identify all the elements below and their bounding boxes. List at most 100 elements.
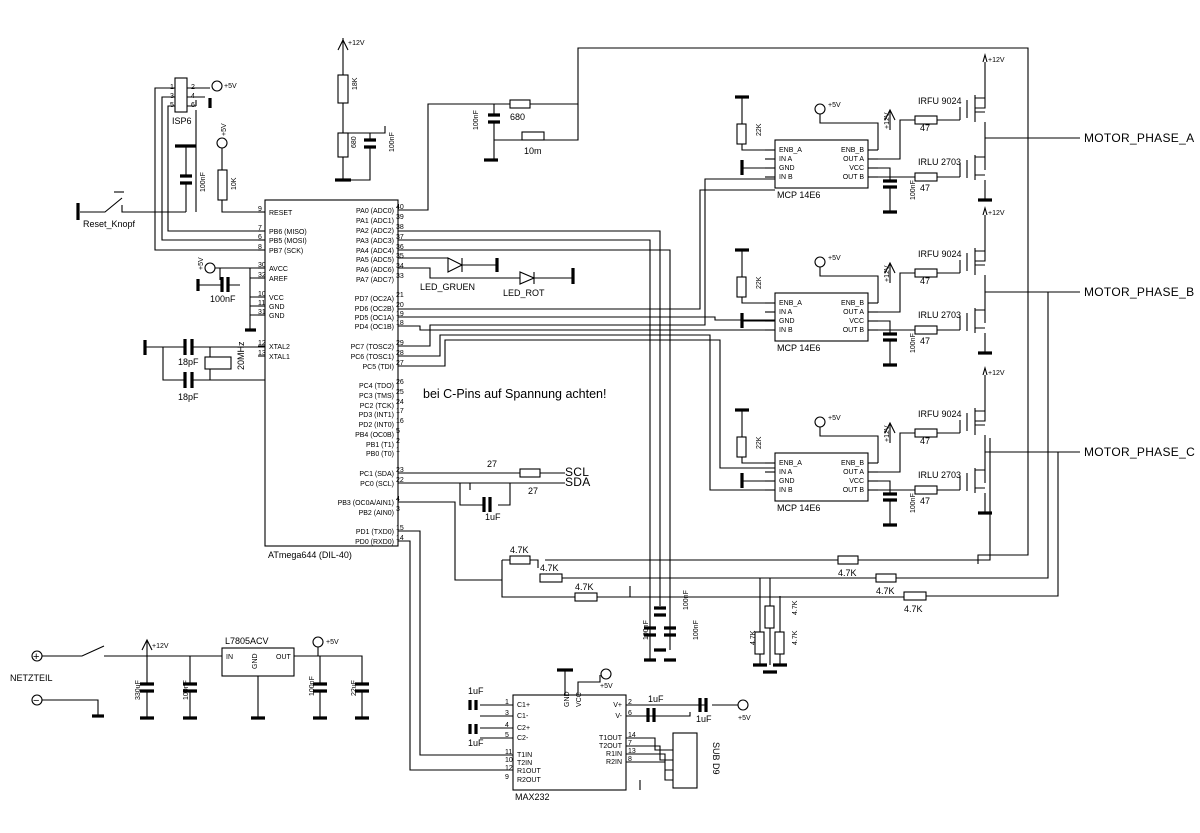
svg-text:22K: 22K [756,276,763,289]
svg-text:100nF: 100nF [309,676,316,696]
mcu-right-pin-num: 24 [396,399,404,406]
svg-text:+5V: +5V [828,255,841,262]
mcu-right-pin-num: 4 [396,496,400,503]
mcu-left-pin-num: 11 [258,300,265,307]
svg-text:+12V: +12V [988,370,1005,377]
svg-text:+5V: +5V [600,683,613,690]
mcu-right-pin-label: PD3 (INT1) [359,412,394,419]
svg-text:VCC: VCC [576,692,583,707]
driver-pin-right: VCC [849,318,864,325]
mcu-right-pin-num: 1 [396,447,400,454]
max232-right-pin: T1OUT [599,735,623,742]
power-supply: + − NETZTEIL +12V 330uF 100nF L7805ACV I… [10,636,369,720]
svg-text:OUT: OUT [276,654,292,661]
svg-text:IN: IN [226,654,233,661]
mcu-right-pin-num: 36 [396,244,404,251]
driver-pin-right: OUT B [843,327,865,334]
driver-pin-right: OUT B [843,487,865,494]
mcu-left-pin-num: 7 [258,225,262,232]
svg-text:100nF: 100nF [910,180,917,200]
max232-left-pin: C1- [517,713,529,720]
max232-right-num: 7 [628,740,632,747]
mcu-right-pin-num: 15 [396,525,404,532]
driver-pin-left: IN B [779,487,793,494]
scl-label: SCL [565,465,589,479]
svg-text:1uF: 1uF [485,512,501,522]
low-side-fet: IRLU 2703 [918,470,961,480]
svg-text:22uF: 22uF [351,680,358,696]
mcu-right-pin-label: PC1 (SDA) [359,471,394,478]
driver-pin-right: ENB_B [841,300,864,307]
max232-right-num: 8 [628,756,632,763]
max232-left-num: 3 [505,710,509,717]
mcu-right-pin-label: PB4 (OC0B) [355,432,394,439]
mcu-right-pin-num: 35 [396,253,404,260]
svg-text:100nF: 100nF [389,132,396,152]
mcu-supply: +5V 100nF 18pF 18pF 20MHz [143,257,265,402]
subd9-label: SUB D9 [711,742,721,775]
mcu-left-pin-num: 9 [258,206,262,213]
driver-pin-left: IN A [779,309,793,316]
svg-text:1uF: 1uF [648,694,664,704]
max232-left-num: 4 [505,722,509,729]
svg-text:+12V: +12V [884,112,891,129]
mcu-right-pin-label: PD4 (OC1B) [355,324,394,331]
mcu-right-pin-label: PD0 (RXD0) [355,539,394,546]
mcu-right-pin-num: 22 [396,477,404,484]
max232-right-pin: V+ [613,702,622,709]
mcu-right-pin-num: 33 [396,273,404,280]
high-side-fet: IRFU 9024 [918,409,962,419]
max232-left-pin: T1IN [517,752,532,759]
status-leds: LED_GRUEN LED_ROT [398,257,575,298]
max232-label: MAX232 [515,792,550,802]
crystal-label: 20MHz [236,341,246,370]
svg-text:22K: 22K [756,436,763,449]
svg-text:+5V: +5V [326,639,339,646]
svg-text:+5V: +5V [224,83,237,90]
mcu-right-pin-num: 26 [396,379,404,386]
phase-outputs: MOTOR_PHASE_A MOTOR_PHASE_B MOTOR_PHASE_… [985,131,1195,459]
low-side-fet: IRLU 2703 [918,157,961,167]
max232-left-pin: C2+ [517,725,530,732]
mcu-right-pin-num: 39 [396,214,404,221]
max232-left-pin: C2- [517,735,529,742]
mcu-right-pin-num: 29 [396,340,404,347]
mcu-right-pin-num: 3 [396,506,400,513]
i2c-lines: 27 27 1uF SCL SDA [398,459,591,522]
mcu-right-pin-num: 28 [396,350,404,357]
mcu-left-pin-label: VCC [269,295,284,302]
mcu-right-pin-num: 23 [396,467,404,474]
svg-text:680: 680 [351,136,358,148]
mcu-left-pin-num: 10 [258,291,266,298]
svg-text:4.7K: 4.7K [510,545,529,555]
motor-phase-c: MOTOR_PHASE_C [1084,445,1195,459]
driver-pin-right: OUT B [843,174,865,181]
max232-left-pin: R1OUT [517,768,541,775]
reset-button-label: Reset_Knopf [83,219,136,229]
svg-text:4.7K: 4.7K [838,568,857,578]
mcu-name: ATmega644 (DIL-40) [268,550,352,560]
svg-text:100nF: 100nF [693,620,700,640]
mcu-right-pin-label: PA4 (ADC4) [356,248,394,255]
svg-text:+12V: +12V [988,210,1005,217]
max232-left-num: 10 [505,757,513,764]
mcu-right-pin-label: PA3 (ADC3) [356,238,394,245]
mcu-right-pin-num: 14 [396,535,404,542]
mcu-right-pin-label: PC6 (TOSC1) [351,354,394,361]
svg-text:330uF: 330uF [135,680,142,700]
mcu-left-pin-num: 31 [258,309,266,316]
driver-pin-left: IN A [779,469,793,476]
mcu-right-pin-num: 34 [396,263,404,270]
svg-text:+5V: +5V [828,415,841,422]
svg-text:+5V: +5V [198,257,205,270]
sda-label: SDA [565,475,591,489]
svg-text:+12V: +12V [348,40,365,47]
max232-right-num: 14 [628,732,636,739]
svg-text:47: 47 [920,276,930,286]
high-side-fet: IRFU 9024 [918,249,962,259]
mcu-right-pin-num: 17 [396,408,404,415]
mcu-right-pin-label: PB1 (T1) [366,442,394,449]
